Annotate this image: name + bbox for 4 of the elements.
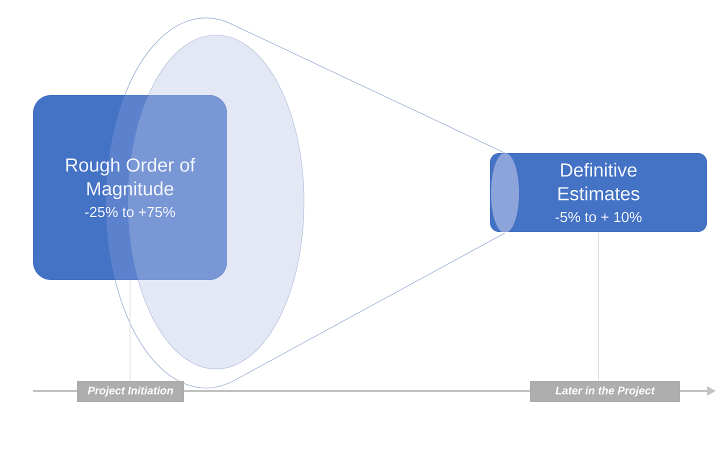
estimate-box: Definitive Estimates -5% to + 10%: [490, 152, 707, 232]
timeline-tag: Project Initiation: [77, 380, 184, 402]
estimate-box: Rough Order of Magnitude -25% to +75%: [33, 94, 227, 280]
timeline-tag: Later in the Project: [530, 380, 680, 402]
